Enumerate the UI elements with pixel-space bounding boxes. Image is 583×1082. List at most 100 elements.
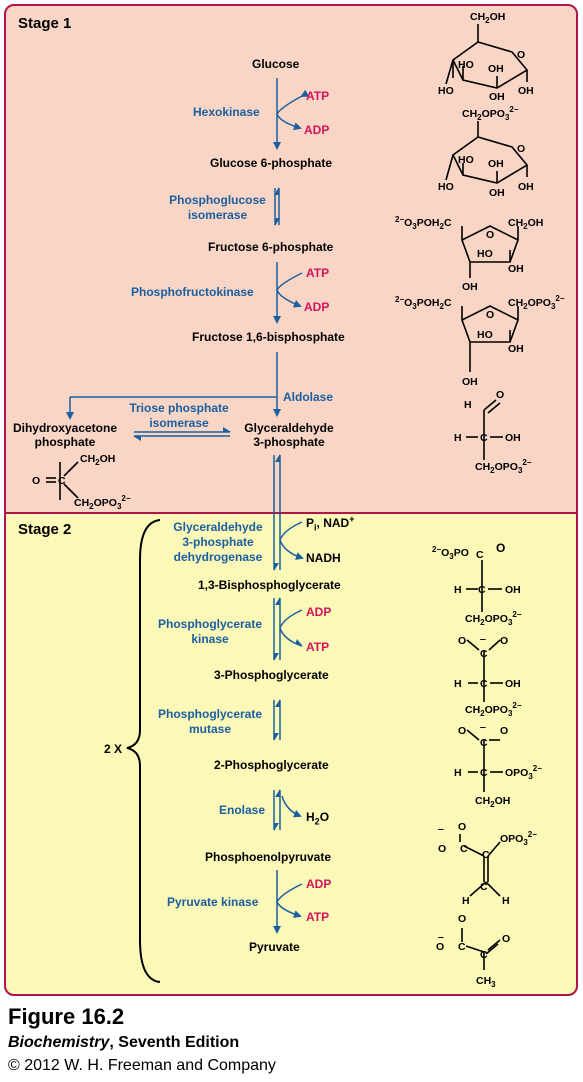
svg-text:HO: HO [458, 59, 474, 71]
svg-text:2−O3PO: 2−O3PO [432, 545, 469, 561]
nadh-label: NADH [306, 551, 341, 565]
svg-text:O: O [500, 635, 508, 647]
svg-text:OPO32−: OPO32− [505, 764, 542, 781]
svg-text:OH: OH [489, 187, 505, 199]
svg-text:O: O [517, 143, 525, 155]
svg-text:2−O3POH2C: 2−O3POH2C [395, 295, 452, 311]
copyright: © 2012 W. H. Freeman and Company [8, 1057, 276, 1074]
svg-text:CH2OH: CH2OH [470, 11, 505, 25]
svg-text:CH2OPO32−: CH2OPO32− [74, 494, 131, 511]
svg-text:C: C [480, 767, 488, 779]
svg-text:OH: OH [462, 281, 478, 293]
g6p-label: Glucose 6-phosphate [210, 156, 333, 170]
stage-2-title: Stage 2 [18, 521, 72, 538]
svg-text:CH2OPO32−: CH2OPO32− [465, 701, 522, 718]
svg-text:O: O [486, 309, 494, 321]
svg-text:2−O3POH2C: 2−O3POH2C [395, 215, 452, 231]
svg-text:O: O [458, 725, 466, 737]
svg-text:OH: OH [508, 343, 524, 355]
svg-text:CH2OPO32−: CH2OPO32− [465, 610, 522, 627]
book-citation: Biochemistry, Seventh Edition [8, 1034, 240, 1051]
enolase-label: Enolase [219, 803, 266, 817]
svg-text:HO: HO [477, 329, 493, 341]
pg2-label: 2-Phosphoglycerate [214, 758, 329, 772]
svg-text:–: – [480, 633, 486, 645]
svg-text:O: O [502, 933, 510, 945]
svg-text:HO: HO [477, 248, 493, 260]
svg-text:–: – [438, 931, 444, 943]
svg-text:OH: OH [505, 678, 521, 690]
glucose-label: Glucose [252, 57, 300, 71]
svg-text:H: H [454, 432, 462, 444]
svg-text:C: C [480, 949, 488, 961]
adp-4: ADP [306, 877, 332, 891]
svg-text:HO: HO [458, 154, 474, 166]
svg-text:–: – [438, 823, 444, 835]
svg-text:HO: HO [438, 181, 454, 193]
svg-text:OH: OH [505, 584, 521, 596]
svg-text:CH2OH: CH2OH [475, 795, 510, 809]
svg-text:OH: OH [508, 263, 524, 275]
pi-nad-label: Pi, NAD+ [306, 514, 355, 533]
svg-text:C: C [482, 849, 490, 861]
stage-1-panel [4, 4, 578, 514]
figure-title: Figure 16.2 [8, 1004, 125, 1029]
f6p-label: Fructose 6-phosphate [208, 240, 334, 254]
svg-text:OH: OH [518, 85, 534, 97]
svg-text:H: H [454, 678, 462, 690]
svg-text:C: C [480, 737, 488, 749]
svg-text:H: H [464, 399, 472, 411]
atp-2: ATP [306, 266, 330, 280]
adp-2: ADP [304, 300, 330, 314]
svg-text:C: C [480, 432, 488, 444]
bpg13-label: 1,3-Bisphosphoglycerate [198, 578, 341, 592]
svg-text:CH3: CH3 [476, 975, 496, 989]
svg-text:O: O [486, 229, 494, 241]
hexokinase-label: Hexokinase [193, 105, 260, 119]
svg-text:C: C [480, 678, 488, 690]
f16bp-label: Fructose 1,6-bisphosphate [192, 330, 345, 344]
svg-text:CH2OPO32−: CH2OPO32− [475, 458, 532, 475]
atp-1: ATP [306, 89, 330, 103]
svg-text:OH: OH [488, 158, 504, 170]
svg-text:C: C [458, 941, 466, 953]
svg-text:O: O [496, 389, 504, 401]
svg-text:O: O [438, 843, 446, 855]
pep-label: Phosphoenolpyruvate [205, 850, 332, 864]
svg-text:OH: OH [462, 376, 478, 388]
svg-text:O: O [517, 49, 525, 61]
pyruvate-label: Pyruvate [249, 940, 300, 954]
pfk-label: Phosphofructokinase [131, 285, 254, 299]
svg-text:O: O [496, 541, 505, 555]
pg3-label: 3-Phosphoglycerate [214, 668, 329, 682]
svg-text:OPO32−: OPO32− [500, 830, 537, 847]
svg-text:H: H [502, 895, 510, 907]
svg-text:CH2OPO32−: CH2OPO32− [462, 105, 519, 122]
svg-text:O: O [500, 725, 508, 737]
svg-text:H: H [454, 584, 462, 596]
stage-1-title: Stage 1 [18, 15, 72, 32]
pk-label: Pyruvate kinase [167, 895, 259, 909]
svg-text:OH: OH [488, 63, 504, 75]
svg-text:CH2OH: CH2OH [80, 453, 115, 467]
svg-text:H: H [454, 767, 462, 779]
adp-3: ADP [306, 605, 332, 619]
svg-text:OH: OH [505, 432, 521, 444]
svg-text:O: O [436, 941, 444, 953]
multiplier-label: 2 X [104, 742, 123, 756]
svg-text:H: H [462, 895, 470, 907]
adp-1: ADP [304, 123, 330, 137]
svg-text:O: O [458, 913, 466, 925]
svg-text:C: C [476, 549, 484, 561]
svg-text:OH: OH [489, 91, 505, 103]
svg-text:–: – [480, 721, 486, 733]
svg-text:HO: HO [438, 85, 454, 97]
svg-text:C: C [480, 881, 488, 893]
